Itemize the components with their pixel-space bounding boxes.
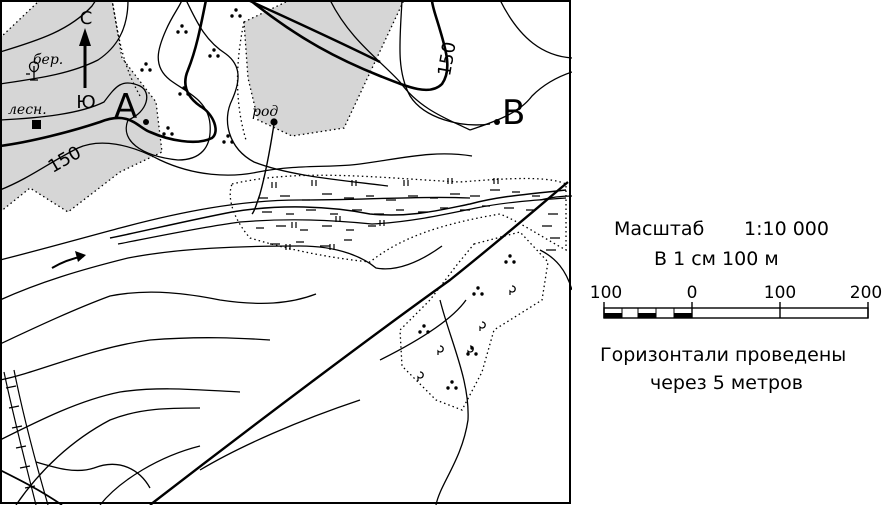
scale-ratio: 1:10 000 [744, 218, 829, 240]
point-b-marker [494, 119, 500, 125]
bush-symbols [140, 8, 516, 390]
flow-direction-arrow [51, 251, 86, 269]
birch-label: бер. [33, 52, 63, 68]
cliff-outline [111, 0, 141, 97]
spring-stream [251, 123, 275, 215]
contour-label-150-right: 150 [434, 40, 461, 77]
point-b-label: В [502, 93, 525, 133]
forest-area-right [243, 0, 405, 137]
scale-tick-100-left: 100 [590, 283, 622, 303]
scale-tick-200: 200 [850, 283, 882, 303]
contour-interval-note-line1: Горизонтали проведены [600, 344, 847, 366]
river-bank [117, 197, 567, 245]
linear-scale-bar: 100 0 100 200 [590, 283, 882, 319]
point-a-marker [143, 119, 149, 125]
road-left [0, 469, 63, 505]
map-frame [0, 0, 571, 504]
birch-icon [26, 61, 40, 81]
north-arrow [79, 28, 91, 88]
scale-tick-0: 0 [687, 283, 698, 303]
power-line [3, 369, 49, 505]
meadow-symbols [417, 285, 516, 381]
bush-area-outline [399, 231, 549, 411]
scale-note: В 1 см 100 м [654, 248, 779, 270]
index-contour-150 [0, 0, 449, 148]
swamp-outline [229, 174, 567, 263]
north-label: С [80, 8, 93, 29]
spring-icon [270, 118, 278, 126]
topographic-map: С Ю бер. лесн. род А В 150 150 [0, 0, 572, 505]
contour-interval-note-line2: через 5 метров [650, 372, 803, 394]
river [109, 189, 567, 239]
scale-title: Масштаб [614, 218, 705, 240]
south-label: Ю [76, 92, 95, 113]
forester-house-icon [32, 120, 41, 129]
road-diagonal [149, 181, 569, 505]
scale-tick-100: 100 [764, 283, 796, 303]
spring-label: род [252, 104, 278, 120]
swamp-symbols [256, 178, 560, 251]
road-top [247, 0, 381, 64]
forest-area-left [0, 0, 163, 213]
forest-label: лесн. [8, 102, 47, 118]
point-a-label: А [114, 87, 137, 127]
legend-panel: Масштаб 1:10 000 В 1 см 100 м 100 0 100 … [580, 0, 892, 505]
